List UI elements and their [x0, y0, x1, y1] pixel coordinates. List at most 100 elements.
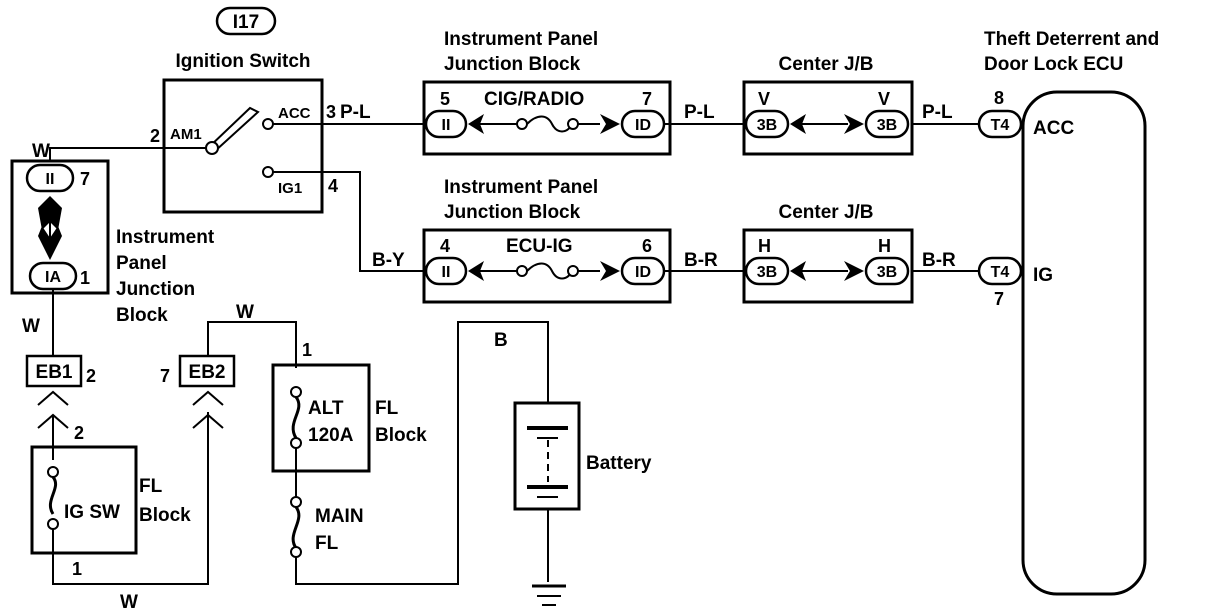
ecu-label-1: Theft Deterrent and — [984, 29, 1159, 50]
eb2-label: EB2 — [189, 362, 226, 383]
fuse-cig-radio: CIG/RADIO — [484, 89, 584, 110]
center-jb-bottom-right-pin: H — [878, 236, 891, 256]
plug-chevron-icon — [37, 390, 69, 406]
ipjb-cig-radio: Instrument Panel Junction Block 5 CIG/RA… — [422, 29, 672, 156]
wire-label-w-eb2: W — [236, 302, 254, 323]
terminal-am1: AM1 — [170, 126, 202, 143]
conn-ii-left: II — [46, 171, 55, 188]
battery-label: Battery — [586, 453, 652, 474]
wire-label-pl-2: P-L — [684, 102, 715, 123]
ground-icon — [532, 584, 566, 606]
ipjb-left-label-1: Instrument — [116, 227, 215, 248]
theft-deterrent-ecu: Theft Deterrent and Door Lock ECU 8 T4 A… — [977, 29, 1159, 596]
terminal-ig1: IG1 — [278, 180, 302, 197]
fuse-ecu-ig-icon — [526, 262, 573, 280]
ipjb-left: II 7 IA 1 Instrument Panel Junction Bloc… — [10, 159, 215, 326]
fl-igsw-bottom-pin: 1 — [72, 559, 82, 579]
wire-label-w-am1: W — [32, 141, 50, 162]
fuse-ig-sw-icon — [48, 476, 58, 515]
ipjb-top-label-1: Instrument Panel — [444, 29, 598, 50]
conn-ii-top: II — [442, 117, 451, 134]
conn-id-bottom: ID — [635, 264, 651, 281]
center-jb-top: Center J/B V V 3B 3B — [742, 54, 914, 156]
arrow-left-icon — [468, 261, 484, 281]
arrow-down-icon — [38, 226, 62, 260]
ecu-label-2: Door Lock ECU — [984, 54, 1123, 75]
center-jb-bottom-left-pin: H — [758, 236, 771, 256]
conn-3b-top-right: 3B — [877, 117, 897, 134]
conn-id-top: ID — [635, 117, 651, 134]
conn-3b-bottom-left: 3B — [757, 264, 777, 281]
center-jb-bottom: Center J/B H H 3B 3B — [742, 202, 914, 304]
arrow-up-icon — [38, 196, 62, 230]
center-jb-top-left-pin: V — [758, 89, 770, 109]
acc-contact-icon — [262, 118, 274, 130]
eb1-pin: 2 — [86, 366, 96, 386]
connector-eb2: EB2 7 — [160, 354, 236, 429]
fl-block-ig-sw: 2 IG SW FL Block 1 — [30, 423, 191, 579]
connector-i17-label: I17 — [233, 12, 259, 33]
ignition-switch: Ignition Switch 2 AM1 ACC 3 IG1 4 — [150, 51, 338, 214]
ipjb-top-label-2: Junction Block — [444, 54, 581, 75]
ipjb-bottom-right-pin: 6 — [642, 236, 652, 256]
fl-alt-label-2: Block — [375, 425, 427, 446]
fuse-main-icon — [291, 506, 301, 549]
fuse-alt-label-1: ALT — [308, 398, 344, 419]
ipjb-left-top-pin: 7 — [80, 169, 90, 189]
center-jb-bottom-label: Center J/B — [778, 202, 873, 223]
main-fusible-link: MAIN FL — [290, 496, 364, 558]
fuse-alt-label-2: 120A — [308, 425, 354, 446]
ignition-switch-label: Ignition Switch — [175, 51, 310, 72]
fl-igsw-label-1: FL — [139, 476, 163, 497]
pin-ig1: 4 — [328, 176, 338, 196]
fl-alt-top-pin: 1 — [302, 340, 312, 360]
ipjb-left-label-3: Junction — [116, 279, 195, 300]
ecu-terminal-acc: ACC — [1033, 118, 1074, 139]
conn-ia-left: IA — [45, 269, 61, 286]
arrow-left-icon — [468, 114, 484, 134]
ipjb-bottom-label-1: Instrument Panel — [444, 177, 598, 198]
pin-am1: 2 — [150, 126, 160, 146]
ipjb-bottom-label-2: Junction Block — [444, 202, 581, 223]
pin-acc: 3 — [326, 102, 336, 122]
main-fl-label-2: FL — [315, 533, 339, 554]
fuse-alt-icon — [291, 396, 301, 439]
wire-label-pl-1: P-L — [340, 102, 371, 123]
ecu-terminal-ig: IG — [1033, 265, 1053, 286]
plug-chevron-icon — [192, 413, 224, 429]
ipjb-left-bottom-pin: 1 — [80, 268, 90, 288]
ig1-contact-icon — [262, 166, 274, 178]
ipjb-bottom-left-pin: 4 — [440, 236, 450, 256]
ipjb-ecu-ig: Instrument Panel Junction Block 4 ECU-IG… — [422, 177, 672, 304]
fl-block-alt: 1 ALT 120A FL Block — [271, 340, 427, 473]
ipjb-left-label-2: Panel — [116, 253, 167, 274]
arrow-left-icon — [790, 114, 806, 134]
fl-igsw-label-2: Block — [139, 505, 191, 526]
arrow-right-icon — [844, 114, 864, 134]
ecu-acc-pin: 8 — [994, 88, 1004, 108]
ecu-ig-pin: 7 — [994, 289, 1004, 309]
wire-labels: W P-L P-L P-L B-Y B-R B-R W W W B — [22, 102, 956, 613]
switch-pivot-icon — [205, 141, 219, 155]
connector-eb1: EB1 2 — [25, 354, 96, 429]
wire-label-br-1: B-R — [684, 250, 718, 271]
connector-i17: I17 — [215, 6, 277, 36]
conn-t4-acc: T4 — [991, 117, 1010, 134]
fuse-cig-radio-icon — [526, 115, 573, 133]
wire-label-w-bottom: W — [120, 592, 138, 613]
arrow-right-icon — [600, 261, 620, 281]
plug-chevron-icon — [192, 390, 224, 406]
battery: Battery — [513, 401, 652, 511]
eb2-pin: 7 — [160, 366, 170, 386]
wire-label-pl-3: P-L — [922, 102, 953, 123]
conn-t4-ig: T4 — [991, 264, 1010, 281]
wires — [49, 123, 978, 585]
fuse-ecu-ig: ECU-IG — [506, 236, 573, 257]
wire-label-b: B — [494, 330, 508, 351]
center-jb-top-label: Center J/B — [778, 54, 873, 75]
conn-ii-bottom: II — [442, 264, 451, 281]
fuse-ig-sw-label: IG SW — [64, 502, 120, 523]
terminal-acc: ACC — [278, 105, 311, 122]
wire-label-by: B-Y — [372, 250, 405, 271]
